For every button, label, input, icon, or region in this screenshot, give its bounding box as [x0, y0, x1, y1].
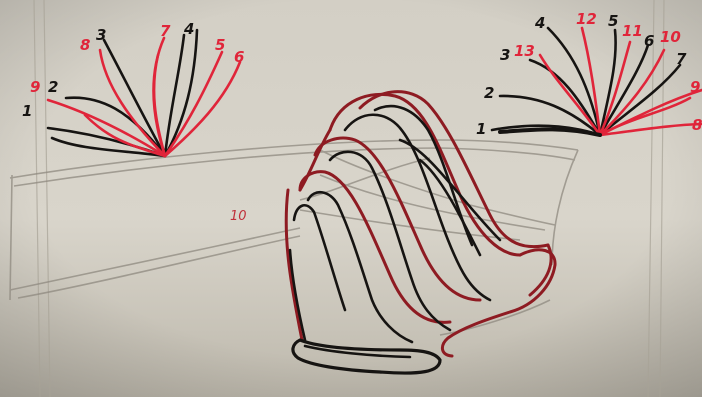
right-fan-label-black-1: 1 [476, 120, 486, 138]
right-fan-label-black-7: 7 [676, 50, 687, 68]
left-fan-label-red-9: 9 [30, 78, 40, 96]
right-fan-label-red-11: 11 [622, 22, 643, 40]
left-fan-label-black-1: 1 [22, 102, 32, 120]
left-fan-label-red-7: 7 [160, 22, 171, 40]
right-fan-label-red-13: 13 [514, 42, 535, 60]
right-fan-label-black-5: 5 [608, 12, 618, 30]
left-fan-label-black-4: 4 [183, 20, 194, 38]
left-fan-label-black-2: 2 [48, 78, 58, 96]
right-fan-label-black-3: 3 [500, 46, 510, 64]
right-fan-label-red-9: 9 [690, 78, 700, 96]
left-fan-label-black-3: 3 [96, 26, 106, 44]
right-fan-label-red-12: 12 [576, 10, 597, 28]
right-fan-label-red-8: 8 [692, 116, 702, 134]
left-fan-label-red-6: 6 [234, 48, 244, 66]
right-fan-label-red-10: 10 [660, 28, 681, 46]
right-fan-label-black-2: 2 [484, 84, 494, 102]
right-fan-label-black-6: 6 [644, 32, 654, 50]
left-fan-label-red-5: 5 [215, 36, 225, 54]
right-fan-label-black-4: 4 [534, 14, 545, 32]
left-fan-label-red-8: 8 [80, 36, 90, 54]
center-label-10: 10 [230, 209, 247, 224]
